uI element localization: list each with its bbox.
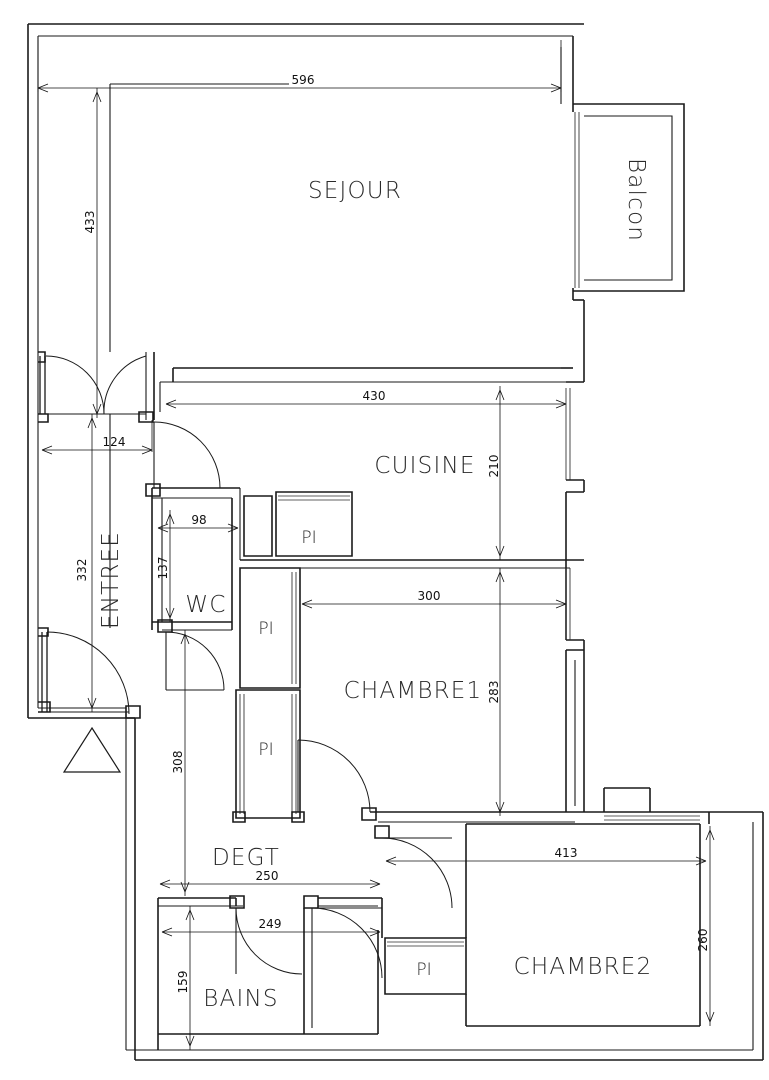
dimension-label-300: 300 xyxy=(418,589,441,603)
room-balcon xyxy=(572,103,685,368)
dimension-308: 308 xyxy=(171,630,190,896)
dimension-label-308: 308 xyxy=(171,751,185,774)
dimension-430: 430 xyxy=(165,389,567,409)
room-chambre1 xyxy=(297,560,709,823)
room-label-cuisine: CUISINE xyxy=(374,453,475,479)
dimension-label-260: 260 xyxy=(696,929,710,952)
closet-pi-degt-2 xyxy=(232,689,305,823)
room-label-entree: ENTREE xyxy=(98,531,124,629)
room-label-chambre2: CHAMBRE2 xyxy=(514,954,653,980)
dimension-98: 98 xyxy=(157,513,239,533)
dimension-249: 249 xyxy=(161,917,381,937)
dimension-210: 210 xyxy=(487,386,505,560)
closet-label-pi-chambre2: PI xyxy=(416,960,431,980)
room-entree xyxy=(38,351,154,719)
dimension-260: 260 xyxy=(696,826,715,1026)
dimension-label-98: 98 xyxy=(191,513,206,527)
room-label-balcon: Balcon xyxy=(623,158,649,242)
dimension-137: 137 xyxy=(156,510,175,622)
closet-label-pi-cuisine: PI xyxy=(301,528,316,548)
building-inner-wall xyxy=(37,35,754,1051)
dimension-300: 300 xyxy=(301,589,567,609)
dimension-label-433: 433 xyxy=(83,211,97,234)
dimension-label-159: 159 xyxy=(176,971,190,994)
dimension-124: 124 xyxy=(41,420,153,455)
room-wc xyxy=(145,421,241,691)
room-chambre2 xyxy=(465,787,710,1027)
dimension-label-596: 596 xyxy=(292,73,315,87)
room-label-sejour: SEJOUR xyxy=(308,178,402,204)
room-label-bains: BAINS xyxy=(203,986,278,1012)
dimension-596: 596 xyxy=(37,40,562,93)
room-label-chambre1: CHAMBRE1 xyxy=(344,678,483,704)
dimension-label-413: 413 xyxy=(555,846,578,860)
closet-label-pi-degt-1: PI xyxy=(258,619,273,639)
dimension-332: 332 xyxy=(75,414,97,712)
dimension-label-283: 283 xyxy=(487,681,501,704)
closet-pi-degt-1 xyxy=(239,567,301,689)
dimension-label-124: 124 xyxy=(103,435,126,449)
room-label-degt: DEGT xyxy=(212,845,280,871)
dimension-283: 283 xyxy=(487,568,505,816)
dimension-433: 433 xyxy=(83,88,102,418)
closet-pi-cuisine xyxy=(243,491,353,557)
dimension-label-137: 137 xyxy=(156,557,170,580)
room-degt xyxy=(158,825,453,979)
triangle-marker-icon xyxy=(62,726,122,773)
dimension-label-210: 210 xyxy=(487,455,501,478)
dimension-250: 250 xyxy=(159,869,381,889)
room-bains xyxy=(157,898,379,1050)
building-outer-wall xyxy=(27,23,764,1061)
room-sejour xyxy=(109,36,574,420)
dimension-label-250: 250 xyxy=(256,869,279,883)
dimension-413: 413 xyxy=(385,846,707,866)
dimension-159: 159 xyxy=(176,906,195,1050)
closet-label-pi-degt-2: PI xyxy=(258,740,273,760)
room-label-wc: WC xyxy=(185,592,226,618)
dimension-label-249: 249 xyxy=(259,917,282,931)
dimension-label-332: 332 xyxy=(75,559,89,582)
dimension-label-430: 430 xyxy=(363,389,386,403)
